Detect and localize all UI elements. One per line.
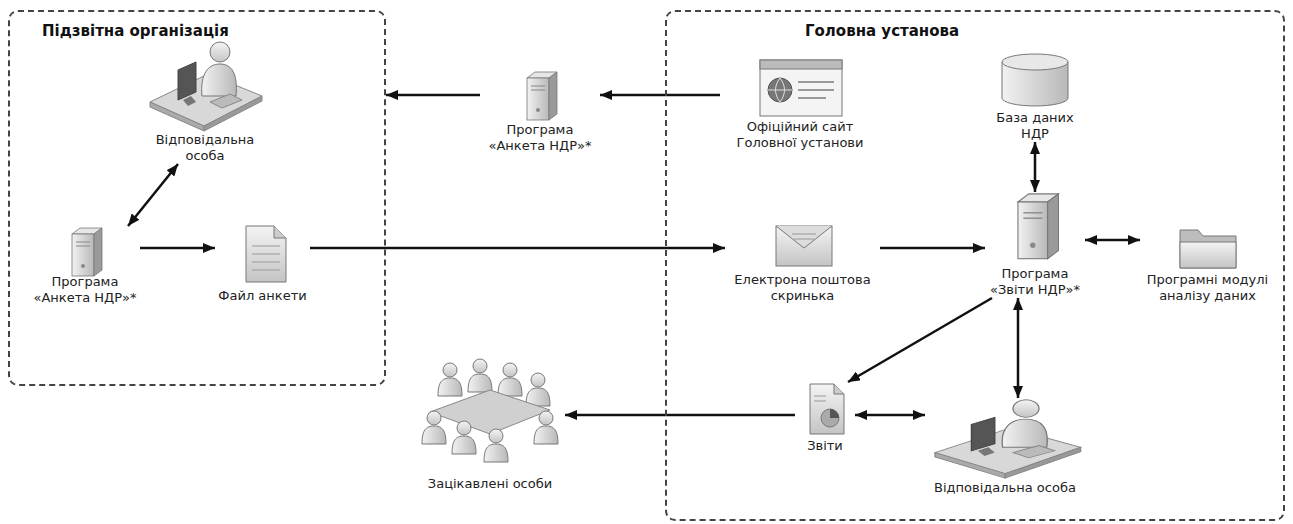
person-desk-icon <box>150 42 262 131</box>
program-icon <box>72 228 102 276</box>
file-icon <box>246 226 286 282</box>
node-label: Програмні модулі аналізу даних <box>1140 272 1275 304</box>
flow-arrow <box>600 94 720 97</box>
icon-node: Програмні модулі аналізу даних <box>1140 222 1275 304</box>
program-icon <box>1018 194 1059 259</box>
flow-arrow <box>128 164 178 226</box>
node-label: Звіти <box>795 438 855 454</box>
folder-icon <box>1180 230 1236 268</box>
flow-arrow <box>880 247 985 250</box>
flow-arrow <box>1085 239 1140 242</box>
node-label: Файл анкети <box>215 288 310 304</box>
node-label: Відповідальна особа <box>145 132 265 164</box>
node-label: Електрона поштова скринька <box>725 272 880 304</box>
mailbox-icon <box>776 226 832 266</box>
person-desk-icon <box>935 400 1081 478</box>
icon-node: Програма «Анкета НДР»* <box>480 70 600 154</box>
node-label: База даних НДР <box>985 110 1085 142</box>
organization-region: Головна установаОфіційний сайт Головної … <box>665 10 1285 521</box>
report-icon <box>810 384 844 434</box>
node-label: Програма «Звіти НДР»* <box>985 266 1085 298</box>
flow-arrow <box>1034 142 1037 192</box>
icon-node: Програма «Звіти НДР»* <box>985 192 1085 298</box>
flow-arrow <box>386 94 480 97</box>
node-label: Програма «Анкета НДР»* <box>480 122 600 154</box>
region-title: Головна установа <box>805 22 959 40</box>
icon-node: Електрона поштова скринька <box>725 222 880 304</box>
icon-node: База даних НДР <box>985 52 1085 142</box>
icon-node: Відповідальна особа <box>145 40 265 164</box>
icon-node: Файл анкети <box>215 222 310 304</box>
meeting-icon <box>422 359 558 462</box>
flow-arrow <box>855 414 925 417</box>
website-icon <box>760 60 842 116</box>
icon-node: Програма «Анкета НДР»* <box>30 226 140 306</box>
flow-arrow <box>848 298 992 382</box>
database-icon <box>1002 54 1068 106</box>
region-title: Підзвітна організація <box>42 22 229 40</box>
flow-arrow <box>310 247 725 250</box>
icon-node: Зацікавлені особи <box>415 358 565 492</box>
node-label: Програма «Анкета НДР»* <box>30 274 140 306</box>
node-label: Офіційний сайт Головної установи <box>720 119 880 151</box>
flow-arrow <box>140 247 215 250</box>
icon-node: Відповідальна особа <box>925 398 1085 496</box>
flow-arrow <box>1017 298 1020 398</box>
organization-region: Підзвітна організаціяВідповідальна особа… <box>8 10 386 386</box>
node-label: Зацікавлені особи <box>415 476 565 492</box>
node-label: Відповідальна особа <box>925 480 1085 496</box>
icon-node: Офіційний сайт Головної установи <box>720 55 880 151</box>
icon-node: Звіти <box>795 382 855 454</box>
program-icon <box>527 72 557 120</box>
flow-arrow <box>565 414 795 417</box>
